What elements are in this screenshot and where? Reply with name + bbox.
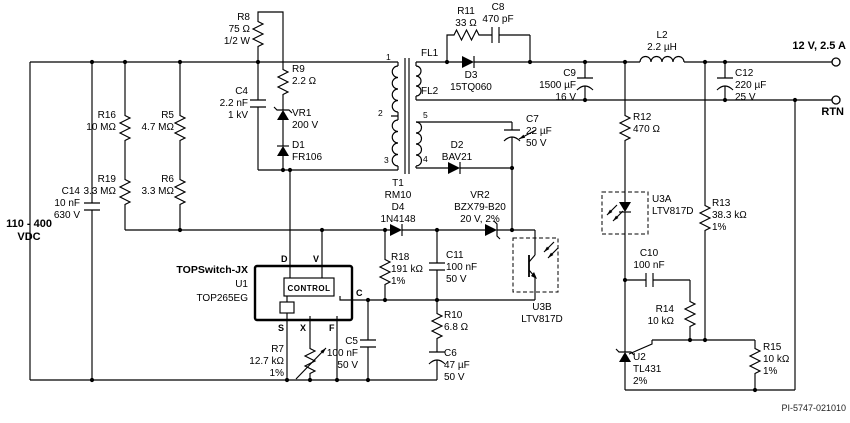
capacitor-c12-symbol — [716, 77, 734, 91]
label-t1: T1 RM10 — [384, 178, 412, 201]
label-r18: R18 191 kΩ 1% — [391, 252, 423, 287]
output-terminal — [831, 57, 841, 67]
label-r19: R19 3.3 MΩ — [83, 174, 117, 197]
label-r5: R5 4.7 MΩ — [141, 110, 175, 133]
label-u3a: U3A LTV817D — [652, 194, 694, 217]
diode-d2-symbol — [448, 162, 461, 174]
label-r14: R14 10 kΩ — [647, 304, 674, 327]
rtn-terminal — [831, 95, 841, 105]
transformer-pin-1: 1 — [386, 52, 391, 62]
capacitor-c4-symbol — [250, 99, 266, 108]
pin-label-d: D — [281, 254, 288, 264]
diode-d1-symbol — [277, 145, 289, 156]
capacitor-c6-symbol — [428, 351, 446, 365]
label-doc-number: PI-5747-021010 — [781, 403, 846, 413]
capacitor-c10-symbol — [645, 273, 654, 287]
label-r9: R9 2.2 Ω — [292, 64, 317, 87]
capacitor-c7-symbol — [503, 129, 521, 142]
label-d4: D4 1N4148 — [380, 202, 416, 225]
capacitor-c14-symbol — [84, 202, 100, 211]
resistor-r13-symbol — [698, 202, 712, 234]
label-u3b: U3B LTV817D — [521, 302, 563, 325]
label-d3: D3 15TQ060 — [450, 70, 492, 93]
resistor-r12-symbol — [618, 112, 632, 144]
zener-vr1-symbol — [273, 106, 293, 120]
label-r10: R10 6.8 Ω — [444, 310, 469, 333]
label-d1: D1 FR106 — [292, 140, 323, 163]
inductor-l2-symbol — [639, 56, 685, 63]
resistor-r7-symbol — [303, 345, 317, 377]
diode-d4-symbol — [390, 224, 403, 236]
label-r8: R8 75 Ω 1/2 W — [223, 12, 250, 47]
pin-label-x: X — [300, 323, 307, 333]
label-vr2: VR2 BZX79-B20 20 V, 2% — [454, 190, 506, 225]
resistor-r19-symbol — [118, 176, 132, 208]
label-c11: C11 100 nF 50 V — [446, 250, 478, 285]
label-r11: R11 33 Ω — [455, 6, 477, 29]
label-control: CONTROL — [287, 284, 331, 293]
resistor-r11-symbol — [451, 28, 482, 42]
tl431-u2-symbol — [615, 348, 635, 362]
label-c4: C4 2.2 nF 1 kV — [219, 86, 248, 121]
optocoupler-u3b-symbol — [512, 237, 559, 293]
label-l2: L2 2.2 µH — [647, 30, 677, 53]
pin-label-f: F — [329, 323, 335, 333]
label-r6: R6 3.3 MΩ — [141, 174, 175, 197]
label-rtn: RTN — [821, 106, 844, 118]
capacitor-c8-symbol — [491, 27, 500, 43]
label-ic-family: TOPSwitch-JX — [176, 264, 248, 276]
label-c12: C12 220 µF 25 V — [735, 68, 767, 103]
resistor-r10-symbol — [430, 310, 444, 342]
resistor-r16-symbol — [118, 112, 132, 144]
resistor-r15-symbol — [748, 345, 762, 377]
label-fl2: FL2 — [421, 86, 439, 97]
label-r12: R12 470 Ω — [633, 112, 660, 135]
label-vr1: VR1 200 V — [292, 108, 319, 131]
label-c5: C5 100 nF 50 V — [326, 336, 358, 371]
diode-d3-symbol — [462, 56, 475, 68]
label-fl1: FL1 — [421, 48, 439, 59]
label-c14: C14 10 nF 630 V — [53, 186, 80, 221]
r7-adjust-arrow — [295, 347, 327, 380]
label-r7: R7 12.7 kΩ 1% — [249, 344, 284, 379]
resistor-r14-symbol — [683, 298, 697, 330]
label-output-rating: 12 V, 2.5 A — [792, 40, 846, 52]
optocoupler-u3a-symbol — [601, 191, 649, 235]
resistor-r9-symbol — [276, 66, 290, 98]
pin-label-s: S — [278, 323, 285, 333]
label-c8: C8 470 pF — [482, 2, 514, 25]
transformer-pin-2: 2 — [378, 108, 383, 118]
resistor-r8-symbol — [251, 18, 265, 50]
c7-pointer-arrow — [518, 129, 537, 140]
label-r16: R16 10 MΩ — [86, 110, 116, 133]
label-r13: R13 38.3 kΩ 1% — [712, 198, 747, 233]
label-c10: C10 100 nF — [633, 248, 665, 271]
zener-vr2-symbol — [485, 220, 501, 240]
transformer-pin-3: 3 — [384, 155, 389, 165]
label-ic-ref: U1 — [235, 279, 248, 290]
label-input-voltage: 110 - 400 VDC — [6, 218, 52, 243]
resistor-r6-symbol — [173, 176, 187, 208]
junction-dots — [89, 59, 798, 393]
capacitor-c5-symbol — [360, 339, 376, 348]
transformer-pin-5: 5 — [423, 110, 428, 120]
label-u2: U2 TL431 2% — [633, 352, 662, 387]
label-r15: R15 10 kΩ 1% — [763, 342, 790, 377]
pin-label-v: V — [313, 254, 320, 264]
transformer-pin-4: 4 — [423, 154, 428, 164]
resistor-r5-symbol — [173, 112, 187, 144]
label-d2: D2 BAV21 — [441, 140, 473, 163]
transformer-t1-symbol — [391, 58, 422, 174]
label-c7: C7 22 µF 50 V — [526, 114, 552, 149]
label-c6: C6 47 µF 50 V — [444, 348, 470, 383]
label-ic-part: TOP265EG — [196, 293, 248, 304]
topswitch-u1-block — [253, 264, 354, 322]
capacitor-c11-symbol — [429, 262, 445, 271]
resistor-r18-symbol — [378, 256, 392, 288]
pin-label-c: C — [356, 288, 363, 298]
label-c9: C9 1500 µF 16 V — [539, 68, 576, 103]
capacitor-c9-symbol — [576, 77, 594, 91]
